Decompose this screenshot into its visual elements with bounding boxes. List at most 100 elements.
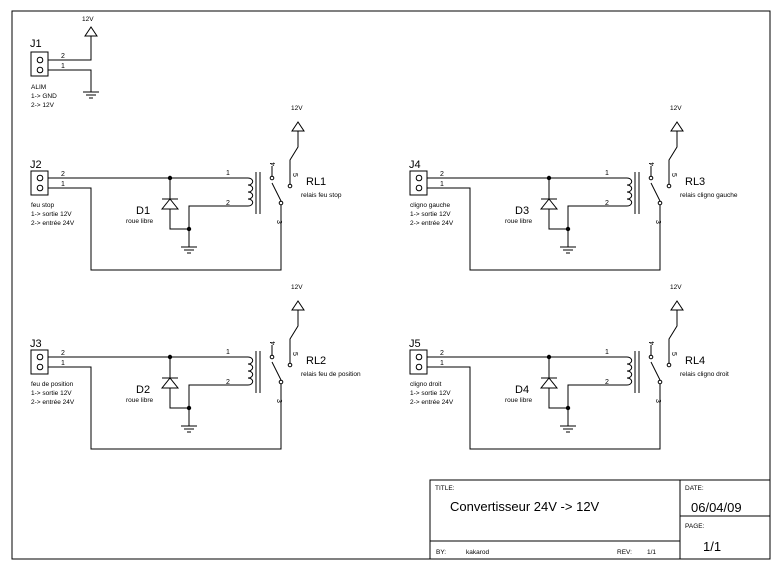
relay-ref: RL3 <box>685 176 705 188</box>
relay-contact-nc <box>287 183 293 189</box>
relay-armature <box>650 182 661 202</box>
pin-label-1: 1 <box>440 360 444 367</box>
supply-arrow-icon <box>670 121 684 132</box>
junction-dot <box>186 405 192 411</box>
connector-pin-1 <box>415 363 423 371</box>
wire-ground <box>48 69 92 92</box>
schematic-title: Convertisseur 24V -> 12V <box>450 499 600 514</box>
coil-pin-label-1: 1 <box>605 170 609 177</box>
connector-note-1: feu stop <box>31 202 55 209</box>
coil-pin-label-1: 1 <box>605 349 609 356</box>
wire-output <box>427 366 661 450</box>
contact-pin-label-3: 3 <box>275 220 282 224</box>
connector-pin-2 <box>415 353 423 361</box>
pin-label-2: 2 <box>440 171 444 178</box>
junction-dot <box>546 354 552 360</box>
connector-body <box>30 170 49 196</box>
contact-pin-label-4: 4 <box>649 341 656 345</box>
relay-note: relais cligno droit <box>680 371 729 378</box>
power-connector-j1: J1 2 1 12V ALIM 1-> GND 2-> 12V <box>30 16 99 109</box>
relay-armature <box>271 361 282 381</box>
connector-ref: J3 <box>30 338 42 350</box>
coil-pin-label-1: 1 <box>226 349 230 356</box>
contact-pin-label-3: 3 <box>654 220 661 224</box>
relay-contact-no <box>648 354 654 360</box>
coil-pin-label-2: 2 <box>605 200 609 207</box>
connector-ref: J1 <box>30 38 42 50</box>
wire-output <box>48 187 282 271</box>
relay-contact-no <box>648 175 654 181</box>
diode-ref: D3 <box>515 205 529 217</box>
connector-pin-1 <box>36 184 44 192</box>
relay-contact-com <box>657 379 663 385</box>
relay-note: relais feu de position <box>301 371 361 378</box>
pin-label-2: 2 <box>61 350 65 357</box>
diode-note: roue libre <box>126 397 153 404</box>
junction-dot <box>565 226 571 232</box>
connector-ref: J4 <box>409 159 421 171</box>
junction-dot <box>167 354 173 360</box>
coil-pin-label-2: 2 <box>226 200 230 207</box>
connector-ref: J2 <box>30 159 42 171</box>
author-value: kakarod <box>466 549 490 556</box>
junction-dot <box>565 405 571 411</box>
pin-label-1: 1 <box>61 63 65 70</box>
page-value: 1/1 <box>703 539 721 554</box>
supply-label: 12V <box>291 105 303 112</box>
connector-pin-2 <box>415 174 423 182</box>
supply-label: 12V <box>670 105 682 112</box>
title-block: TITLE: Convertisseur 24V -> 12V DATE: 06… <box>429 479 771 560</box>
relay-note: relais cligno gauche <box>680 192 738 199</box>
wire-supply <box>289 131 299 184</box>
wire-coil-return <box>188 384 248 408</box>
contact-pin-label-3: 3 <box>654 399 661 403</box>
contact-pin-label-5: 5 <box>291 173 298 177</box>
relay-contact-nc <box>287 362 293 368</box>
contact-pin-label-5: 5 <box>291 352 298 356</box>
pin-label-1: 1 <box>61 181 65 188</box>
relay-contact-com <box>278 379 284 385</box>
diode-icon <box>160 198 180 210</box>
junction-dot <box>167 175 173 181</box>
pin-label-2: 2 <box>61 53 65 60</box>
by-label: BY: <box>436 549 446 556</box>
connector-note-1: feu de position <box>31 381 74 388</box>
wire-supply <box>48 36 92 61</box>
connector-body <box>409 349 428 375</box>
wire-output <box>48 366 282 450</box>
contact-pin-label-4: 4 <box>270 162 277 166</box>
relay-contact-nc <box>666 362 672 368</box>
connector-body <box>409 170 428 196</box>
ground-icon <box>181 425 197 433</box>
connector-pin-1 <box>36 363 44 371</box>
wire-supply <box>668 310 678 363</box>
wire-diode-bottom <box>169 209 190 247</box>
pin-label-2: 2 <box>440 350 444 357</box>
relay-contact-nc <box>666 183 672 189</box>
connector-note-2: 1-> GND <box>31 93 57 100</box>
wire-coil-return <box>567 205 627 229</box>
contact-pin-label-5: 5 <box>670 352 677 356</box>
wire-coil-return <box>567 384 627 408</box>
connector-ref: J5 <box>409 338 421 350</box>
supply-label: 12V <box>291 284 303 291</box>
connector-body <box>30 51 49 77</box>
relay-contact-no <box>269 354 275 360</box>
wire-supply <box>668 131 678 184</box>
contact-pin-label-3: 3 <box>275 399 282 403</box>
diode-icon <box>160 377 180 389</box>
diode-icon <box>539 377 559 389</box>
connector-pin-2 <box>36 353 44 361</box>
supply-arrow-icon <box>291 300 305 311</box>
diode-ref: D2 <box>136 384 150 396</box>
diode-icon <box>539 198 559 210</box>
contact-pin-label-5: 5 <box>670 173 677 177</box>
connector-note-2: 1-> sortie 12V <box>410 211 451 218</box>
pin-label-1: 1 <box>61 360 65 367</box>
page-label: PAGE: <box>685 523 705 530</box>
connector-pin-1 <box>415 184 423 192</box>
